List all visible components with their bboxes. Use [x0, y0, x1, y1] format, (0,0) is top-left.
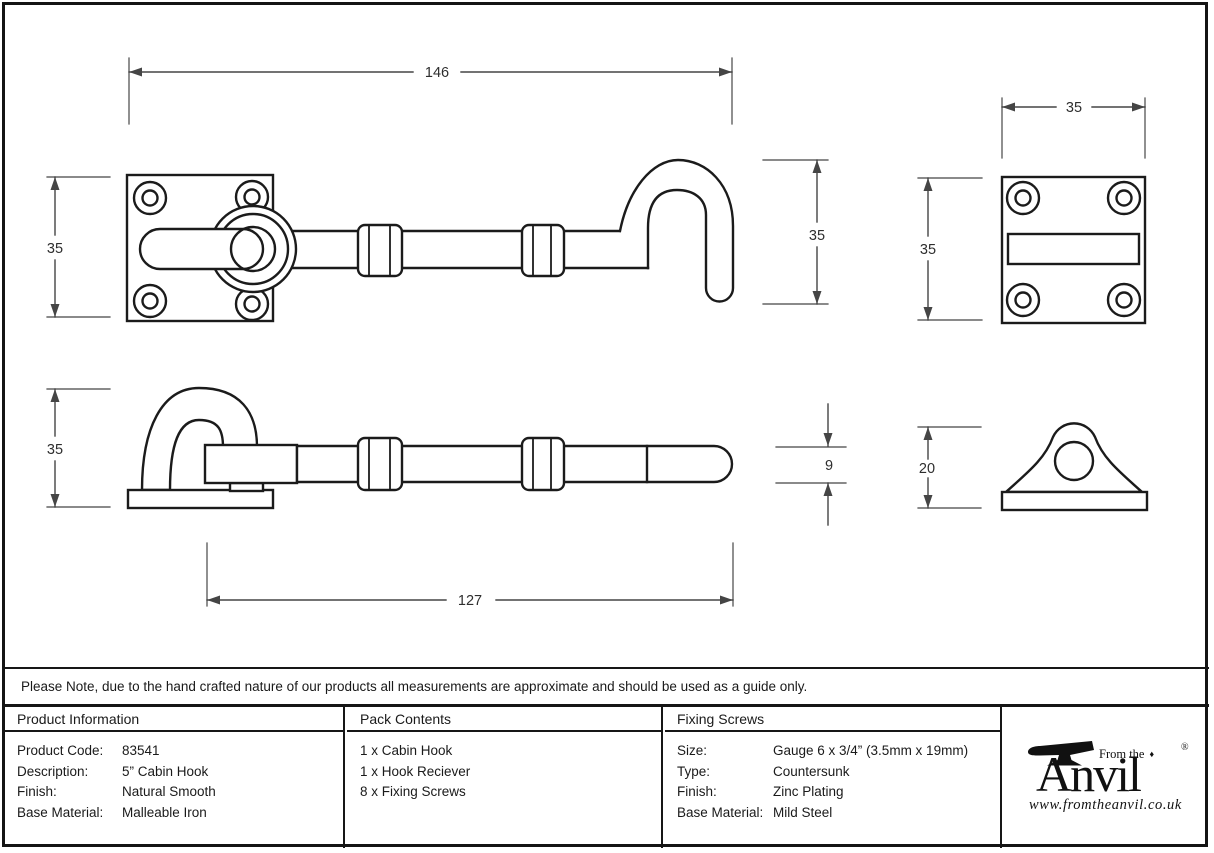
pack-item: 1 x Hook Reciever [360, 763, 471, 779]
brand-logo-cell: From the♦ Anvil ® www.fromtheanvil.co.uk [1004, 707, 1209, 848]
diamond-icon: ♦ [1149, 749, 1155, 759]
svg-text:146: 146 [425, 65, 449, 81]
side-tab [228, 481, 265, 493]
svg-text:127: 127 [458, 593, 482, 609]
side-rod-thick [203, 443, 299, 485]
dim-side-height: 35 [46, 388, 111, 508]
row-value: 5” Cabin Hook [122, 763, 209, 779]
row-label: Size: [677, 743, 708, 758]
table-row: Product Code: 83541 [17, 741, 343, 762]
row-label: Type: [677, 763, 711, 779]
side-collar-1 [356, 436, 404, 492]
svg-text:35: 35 [920, 242, 936, 258]
svg-text:9: 9 [825, 458, 833, 474]
dim-side-length: 127 [206, 542, 734, 609]
row-value: Malleable Iron [122, 804, 207, 820]
pack-item: 1 x Cabin Hook [360, 743, 453, 758]
technical-drawing: 146 35 35 [46, 57, 1149, 609]
pack-contents-header: Pack Contents [347, 707, 661, 732]
receiver-plan-drawing [1000, 175, 1147, 325]
plan-view-drawing [125, 158, 735, 323]
product-information-column: Product Information Product Code: 83541 … [5, 707, 345, 848]
side-rod [295, 444, 734, 484]
dimensions: 146 35 35 [46, 57, 1146, 609]
row-label: Description: [17, 763, 89, 779]
row-value: Mild Steel [773, 804, 833, 820]
measurement-note-text: Please Note, due to the hand crafted nat… [21, 679, 808, 694]
plan-handle [138, 227, 265, 271]
row-value: Countersunk [773, 763, 850, 779]
table-row: Finish: Natural Smooth [17, 782, 343, 803]
receiver-eye-hole [1053, 440, 1095, 482]
dim-receiver-height: 35 [917, 177, 983, 321]
table-row: Size: Gauge 6 x 3/4” (3.5mm x 19mm) [677, 741, 1000, 762]
side-view-drawing [126, 386, 734, 510]
svg-text:20: 20 [919, 461, 935, 477]
measurement-note-row: Please Note, due to the hand crafted nat… [5, 667, 1209, 707]
table-row: Base Material: Mild Steel [677, 803, 1000, 824]
anvil-icon [1028, 741, 1094, 766]
plan-hook [618, 158, 735, 303]
side-collar-2 [520, 436, 566, 492]
receiver-side-base [1000, 490, 1149, 512]
side-arch [140, 386, 259, 492]
plan-collar-2 [520, 223, 566, 278]
svg-text:35: 35 [47, 241, 63, 257]
row-value: Zinc Plating [773, 784, 844, 799]
dim-rod-diameter: 9 [775, 403, 847, 526]
row-label: Finish: [677, 784, 717, 799]
svg-text:35: 35 [47, 442, 63, 458]
dim-receiver-side-height: 20 [917, 426, 982, 509]
fixing-screws-header: Fixing Screws [665, 707, 1000, 732]
row-value: 83541 [122, 743, 160, 758]
svg-text:35: 35 [1066, 100, 1082, 116]
pack-contents-column: Pack Contents 1 x Cabin Hook 1 x Hook Re… [347, 707, 663, 848]
table-row: Description: 5” Cabin Hook [17, 762, 343, 783]
table-row: Base Material: Malleable Iron [17, 803, 343, 824]
row-label: Base Material: [17, 804, 104, 820]
row-value: Natural Smooth [122, 784, 216, 799]
product-information-header: Product Information [5, 707, 343, 732]
row-label: Finish: [17, 784, 57, 799]
row-label: Base Material: [677, 804, 764, 820]
pack-item: 8 x Fixing Screws [360, 784, 466, 799]
svg-text:35: 35 [809, 228, 825, 244]
product-info-table: Product Information Product Code: 83541 … [5, 707, 1209, 848]
receiver-screw-holes [1005, 180, 1142, 318]
plan-collar-1 [356, 223, 404, 278]
plan-pivot-pin [229, 225, 277, 273]
receiver-slot [1006, 232, 1141, 266]
side-baseplate [126, 488, 275, 510]
plan-rod [291, 229, 650, 270]
row-value: Gauge 6 x 3/4” (3.5mm x 19mm) [773, 743, 969, 758]
table-row: Type: Countersunk [677, 762, 1000, 783]
dim-plan-length: 146 [128, 57, 733, 125]
registered-trademark-icon: ® [1181, 742, 1189, 753]
plan-screw-holes [132, 179, 270, 322]
fixing-screws-column: Fixing Screws Size: Gauge 6 x 3/4” (3.5m… [665, 707, 1002, 848]
logo-from-the-text: From the♦ [1099, 747, 1155, 761]
table-row: Finish: Zinc Plating [677, 782, 1000, 803]
dim-plan-height: 35 [46, 176, 111, 318]
logo-website-url: www.fromtheanvil.co.uk [1029, 797, 1182, 813]
dim-receiver-width: 35 [1001, 97, 1146, 159]
receiver-side-drawing [1000, 422, 1149, 512]
logo-brand-name: Anvil [1036, 746, 1142, 802]
receiver-dome [1002, 422, 1146, 494]
dim-hook-height: 35 [762, 159, 829, 305]
row-label: Product Code: [17, 743, 104, 758]
